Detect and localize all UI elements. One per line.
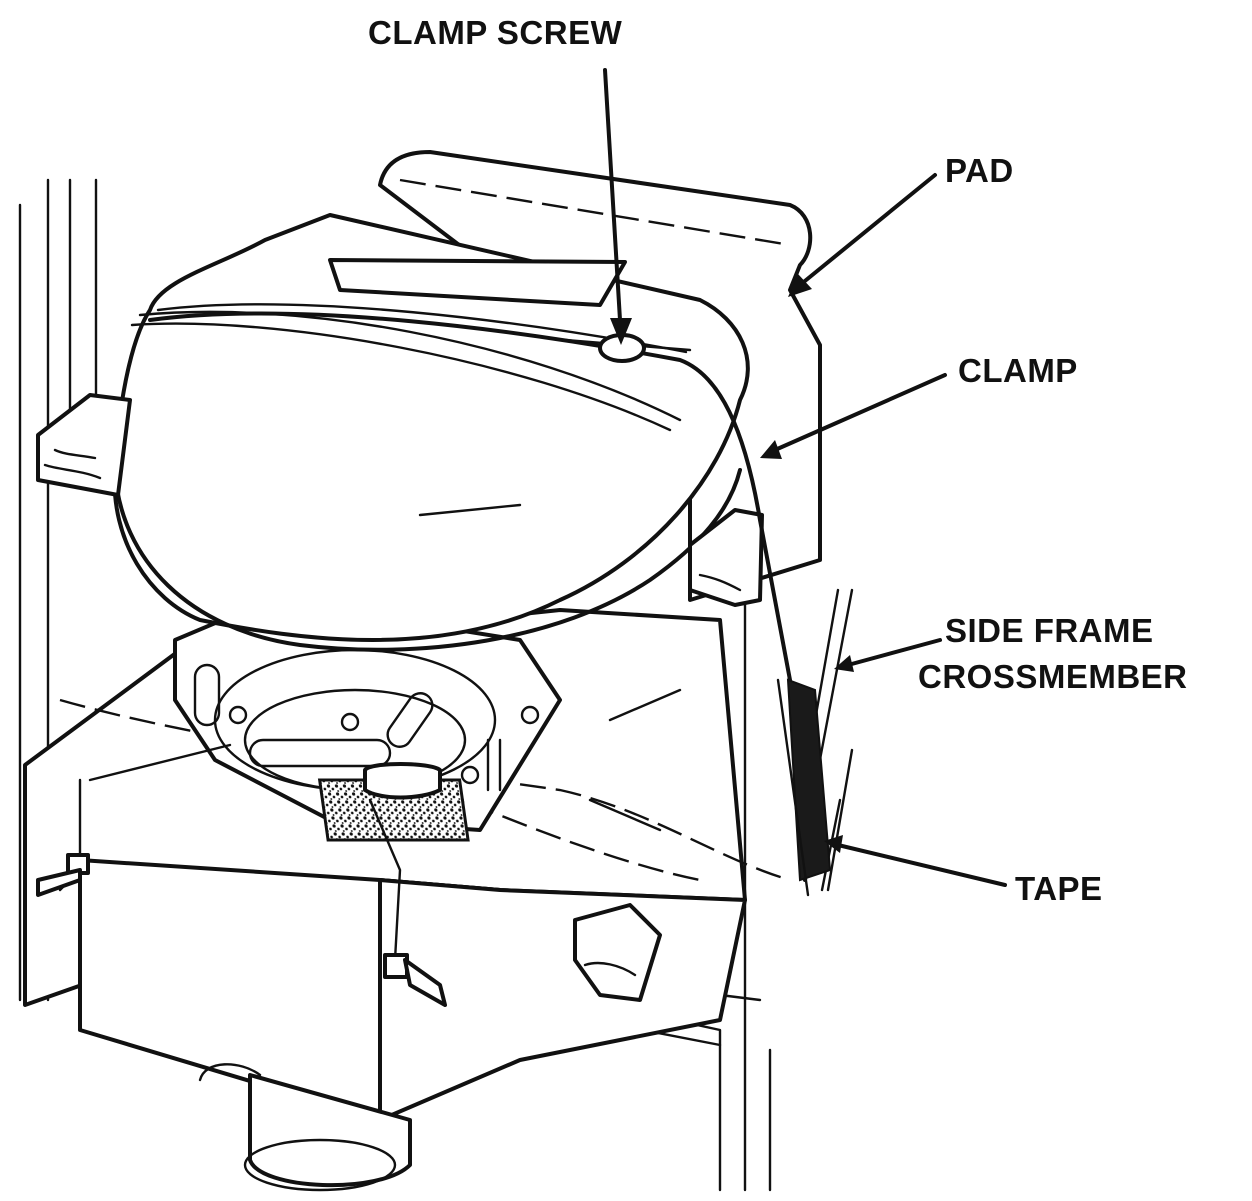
wood-block-right	[688, 508, 764, 607]
leader-pad	[788, 173, 937, 297]
leader-clamp-screw	[603, 68, 632, 345]
leader-side-frame	[834, 638, 942, 672]
label-clamp: CLAMP	[958, 352, 1078, 389]
right-tie	[363, 762, 447, 1007]
label-pad: PAD	[945, 152, 1014, 189]
leader-tape	[824, 835, 1007, 887]
left-tie	[36, 743, 232, 897]
label-crossmember: CROSSMEMBER	[918, 658, 1188, 695]
right-frame-posts	[743, 588, 854, 1192]
crt-tube	[112, 213, 750, 652]
label-tape: TAPE	[1015, 870, 1103, 907]
tape	[776, 678, 832, 897]
label-side-frame: SIDE FRAME	[945, 612, 1154, 649]
leader-clamp	[760, 373, 947, 459]
label-clamp-screw: CLAMP SCREW	[368, 14, 623, 51]
tube-neck-socket	[198, 1063, 412, 1192]
wood-block-bottom	[573, 903, 662, 1002]
wood-block-left	[36, 393, 132, 497]
